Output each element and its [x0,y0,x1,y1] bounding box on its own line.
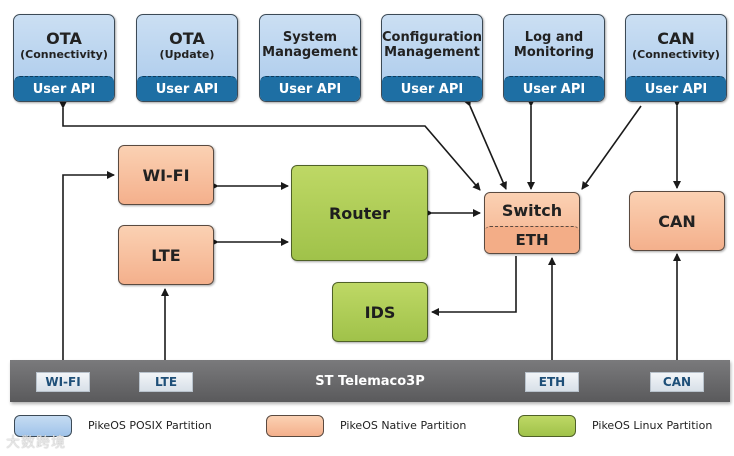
can-partition: CAN [629,191,725,251]
lte-partition: LTE [118,225,214,285]
app-can-connectivity: CAN(Connectivity) User API [625,14,727,102]
app-subtitle: Management [384,45,480,60]
soc-port-can: CAN [650,372,704,392]
app-ota-update: OTA(Update) User API [136,14,238,102]
legend-label-native: PikeOS Native Partition [340,419,467,432]
app-subtitle: Monitoring [513,45,595,60]
app-subtitle: Management [262,45,358,60]
app-title: Log and [524,30,584,46]
user-api-label: User API [626,76,726,101]
wifi-partition: WI-FI [118,145,214,205]
soc-port-lte: LTE [139,372,193,392]
arrow-ota-connectivity-switch [59,101,481,191]
arrow-soc-wifi-wifi [59,171,115,377]
switch-partition: Switch ETH [484,192,580,254]
user-api-label: User API [382,76,482,101]
arrow-config-switch [463,97,507,190]
app-subtitle: (Connectivity) [632,47,720,61]
soc-port-eth: ETH [525,372,579,392]
legend-swatch-linux [518,415,576,437]
switch-label: Switch [501,200,563,220]
app-title: CAN [657,29,695,49]
soc-title: ST Telemaco3P [315,373,425,389]
router-partition: Router [291,165,428,261]
app-title: OTA [46,29,82,49]
arrow-can-connectivity-switch [581,105,642,190]
app-title: System [282,30,338,46]
soc-port-wifi: WI-FI [36,372,90,392]
app-ota-connectivity: OTA(Connectivity) User API [13,14,115,102]
legend-swatch-posix [14,415,72,437]
user-api-label: User API [260,76,360,101]
ids-partition: IDS [332,282,428,342]
legend-label-linux: PikeOS Linux Partition [592,419,713,432]
user-api-label: User API [14,76,114,101]
app-title: OTA [169,29,205,49]
user-api-label: User API [504,76,604,101]
app-subtitle: (Update) [159,47,215,61]
legend-label-posix: PikeOS POSIX Partition [88,419,212,432]
switch-eth-label: ETH [485,226,579,253]
watermark: 大数跨境 [6,435,66,451]
legend-swatch-native [266,415,324,437]
app-subtitle: (Connectivity) [20,47,108,61]
user-api-label: User API [137,76,237,101]
arrow-switch-ids [431,256,517,316]
soc-bar: ST Telemaco3P WI-FI LTE ETH CAN [10,360,730,402]
app-title: Configuration [382,30,482,46]
